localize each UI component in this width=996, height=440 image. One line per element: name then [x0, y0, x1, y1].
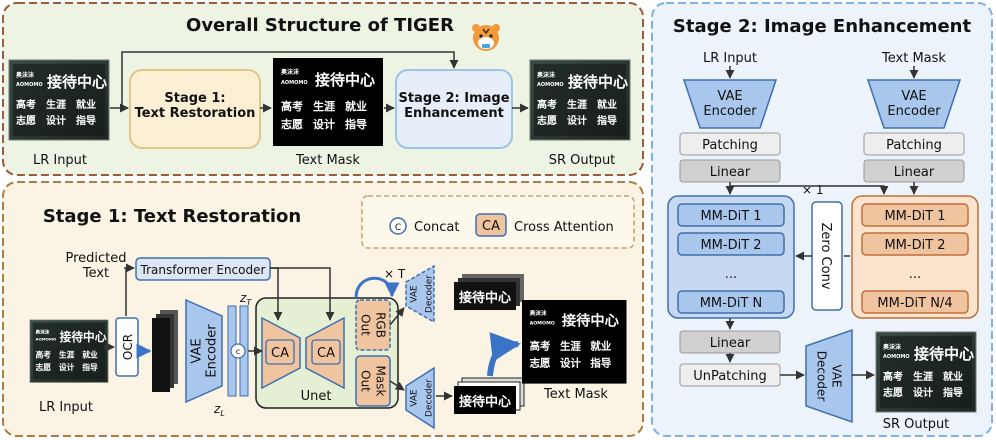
left-mmdit-block-label-3: ... [725, 267, 737, 282]
linear-right-label: Linear [894, 165, 935, 180]
stage1-vae-encoder-label: VAEEncoder [190, 324, 220, 378]
left-mmdit-block-1 [677, 203, 785, 227]
stage1-lr-input-image [29, 319, 109, 383]
left-mmdit-block-label-1: MM-DiT 1 [700, 209, 761, 224]
stage2-sr-output-label: SR Output [883, 417, 950, 432]
patching-right [863, 132, 965, 156]
stage1-vae-decoder-bottom [405, 366, 435, 430]
rgb-output-stack: 接待中心 [454, 274, 524, 310]
unpatching-label: UnPatching [693, 369, 767, 384]
times-t-label: × T [384, 267, 406, 281]
rgb-out-label: RGBOut [359, 312, 388, 338]
overall-stage1-box [129, 69, 261, 149]
left-mmdit-block-label-4: MM-DiT N [700, 296, 763, 311]
stage1-vae-encoder [185, 298, 223, 404]
z-t-label: zT [239, 291, 252, 307]
patching-left [679, 132, 781, 156]
right-mmdit-block-label-1: MM-DiT 1 [884, 209, 945, 224]
transformer-encoder-box [135, 257, 271, 281]
right-mmdit-block-2 [861, 232, 969, 256]
ca-symbol: CA [482, 219, 500, 234]
overall-lr-input-label: LR Input [33, 153, 87, 168]
ca-left-label: CA [271, 346, 289, 361]
right-mmdit-block-4 [861, 290, 969, 314]
patching-right-label: Patching [886, 138, 942, 153]
ca-right-label: CA [317, 346, 335, 361]
stage1-vae-decoder-top [405, 264, 435, 324]
stage2-text-mask-label: Text Mask [881, 51, 946, 66]
stage1-text-mask-label: Text Mask [543, 387, 608, 402]
concat-symbol: C [395, 223, 401, 233]
linear-left-label: Linear [710, 165, 751, 180]
mask-out-label: MaskOut [359, 366, 388, 397]
svg-text:接待中心: 接待中心 [459, 290, 511, 306]
stage1-text-mask-image [522, 300, 627, 384]
right-mmdit-block-label-4: MM-DiT N/4 [877, 296, 952, 311]
left-mmdit-block-4 [677, 290, 785, 314]
ocr-label: OCR [121, 334, 135, 360]
overall-stage2-box [395, 69, 513, 149]
overall-text-mask-label: Text Mask [295, 153, 360, 168]
tiger-icon [472, 24, 500, 51]
ca-right-block [311, 339, 341, 365]
overall-lr-input-image [8, 59, 110, 141]
patching-left-label: Patching [702, 138, 758, 153]
stage2-vae-encoder-right [866, 79, 962, 129]
right-mmdit-block-1 [861, 203, 969, 227]
overall-text-mask-image [273, 58, 383, 146]
ca-left-block [265, 339, 295, 365]
stage2-vae-decoder [805, 328, 853, 424]
stage2-panel: Stage 2: Image Enhancement LR Input Text… [651, 2, 993, 437]
left-mmdit-block-label-2: MM-DiT 2 [700, 238, 761, 253]
unet-label: Unet [301, 389, 332, 404]
lr-latent-stack [152, 310, 178, 392]
svg-text:c: c [236, 347, 240, 356]
overall-title: Overall Structure of TIGER [186, 15, 454, 36]
right-mmdit-block-label-3: ... [909, 267, 921, 282]
stage1-lr-input-label: LR Input [39, 400, 93, 415]
overall-sr-output-image [529, 59, 631, 141]
stage2-vae-decoder-label: VAEDecoder [815, 351, 844, 402]
legend-ca-label: Cross Attention [514, 220, 614, 235]
legend-concat-label: Concat [414, 220, 459, 235]
left-mmdit-block-2 [677, 232, 785, 256]
stage2-title: Stage 2: Image Enhancement [673, 16, 972, 37]
transformer-encoder-label: Transformer Encoder [140, 263, 266, 277]
stage2-sr-output-image [875, 331, 977, 413]
stage2-lr-input-label: LR Input [703, 51, 757, 66]
stage1-panel: Stage 1: Text Restoration C Concat CA Cr… [2, 181, 644, 437]
stage2-vae-encoder-left [682, 79, 778, 129]
z-l-label: zL [213, 402, 225, 418]
right-mmdit-block-label-2: MM-DiT 2 [884, 238, 945, 253]
linear-bottom-label: Linear [710, 336, 751, 351]
overall-stage1-label: Stage 1:Text Restoration [135, 91, 256, 121]
overall-sr-output-label: SR Output [549, 153, 616, 168]
concat-node [230, 343, 246, 359]
rgb-out-box [355, 299, 391, 351]
stage1-title: Stage 1: Text Restoration [43, 206, 301, 227]
zero-conv-label: Zero Conv [818, 222, 833, 289]
mask-output-stack: 接待中心 [454, 377, 525, 414]
svg-text:接待中心: 接待中心 [459, 394, 511, 410]
times-1-label: × 1 [802, 183, 824, 197]
overall-panel: Overall Structure of TIGER LR Input Stag… [2, 2, 644, 176]
